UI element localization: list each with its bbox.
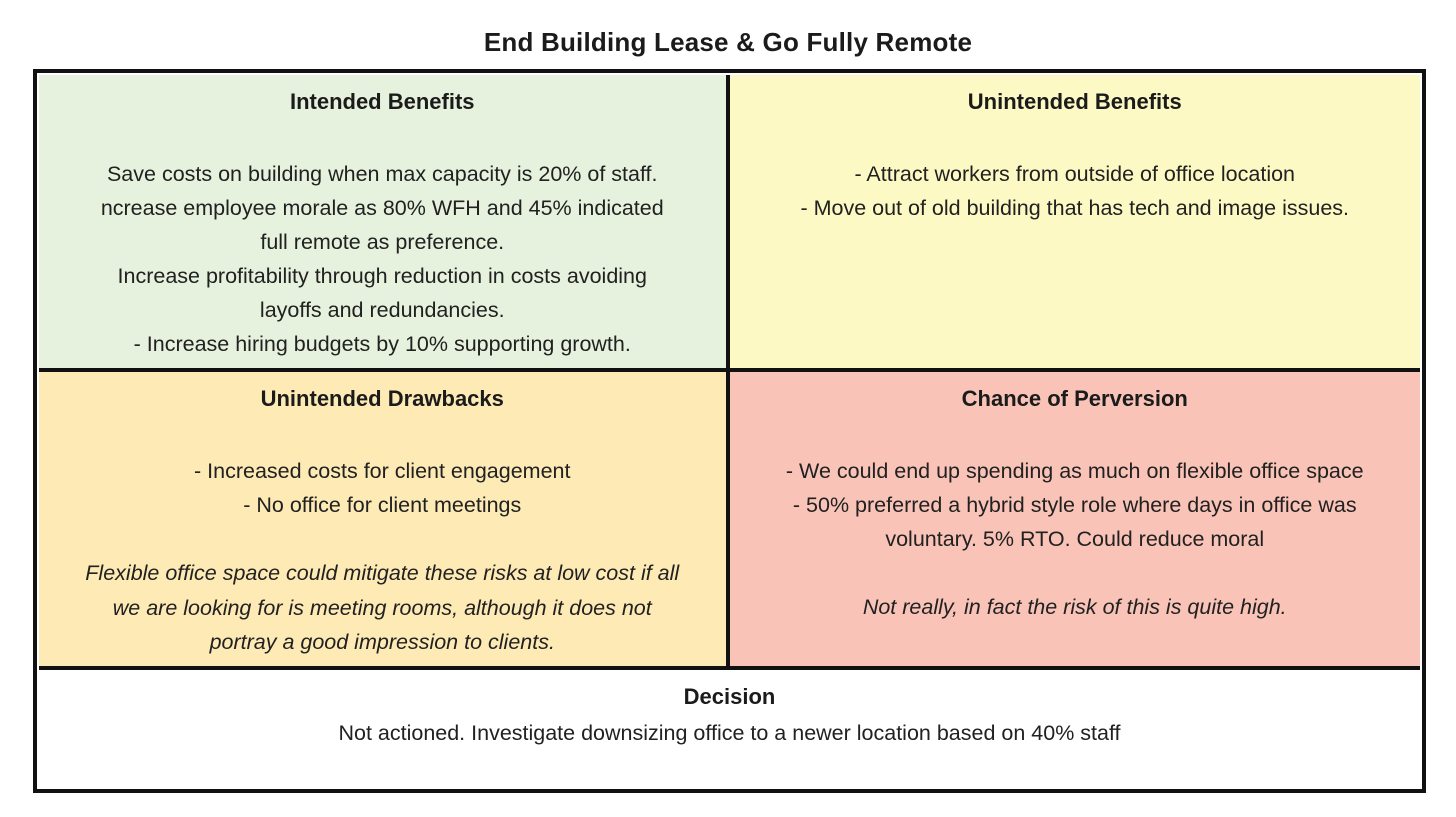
text-line: voluntary. 5% RTO. Could reduce moral: [885, 527, 1265, 551]
text-line: Increase profitability through reduction…: [117, 264, 647, 288]
decision-row: Decision Not actioned. Investigate downs…: [39, 670, 1420, 787]
text-line: ncrease employee morale as 80% WFH and 4…: [100, 196, 664, 220]
chance-of-perversion-body: - We could end up spending as much on fl…: [730, 454, 1421, 556]
unintended-drawbacks-heading: Unintended Drawbacks: [260, 386, 504, 411]
text-line: we are looking for is meeting rooms, alt…: [112, 595, 652, 620]
text-line: portray a good impression to clients.: [209, 630, 555, 654]
page-title: End Building Lease & Go Fully Remote: [483, 27, 973, 57]
unintended-drawbacks-note: Flexible office space could mitigate the…: [39, 556, 726, 660]
text-line: - No office for client meetings: [243, 493, 522, 517]
text-line: Save costs on building when max capacity…: [106, 162, 658, 186]
text-line: - Increase hiring budgets by 10% support…: [133, 332, 631, 356]
decision-heading: Decision: [683, 684, 776, 709]
text-line: Flexible office space could mitigate the…: [85, 561, 680, 585]
text-line: - 50% preferred a hybrid style role wher…: [792, 493, 1357, 517]
text-line: - Attract workers from outside of office…: [854, 162, 1296, 186]
quadrant-intended-benefits: Intended Benefits Save costs on building…: [39, 75, 730, 372]
quadrant-unintended-benefits: Unintended Benefits - Attract workers fr…: [729, 75, 1421, 372]
text-line: full remote as preference.: [260, 230, 505, 254]
unintended-benefits-body: - Attract workers from outside of office…: [730, 157, 1421, 225]
intended-benefits-body: Save costs on building when max capacity…: [39, 157, 726, 361]
chance-of-perversion-heading: Chance of Perversion: [961, 386, 1188, 411]
text-line: - We could end up spending as much on fl…: [785, 459, 1364, 483]
quadrant-chance-of-perversion: Chance of Perversion - We could end up s…: [729, 372, 1421, 670]
unintended-benefits-heading: Unintended Benefits: [967, 89, 1182, 114]
decision-matrix: Intended Benefits Save costs on building…: [33, 69, 1426, 793]
text-line: layoffs and redundancies.: [259, 298, 505, 322]
decision-text: Not actioned. Investigate downsizing off…: [338, 721, 1121, 745]
text-line: - Move out of old building that has tech…: [800, 196, 1350, 220]
text-line: - Increased costs for client engagement: [194, 459, 571, 483]
text-line: Not really, in fact the risk of this is …: [862, 595, 1287, 619]
chance-of-perversion-note: Not really, in fact the risk of this is …: [730, 590, 1421, 625]
intended-benefits-heading: Intended Benefits: [289, 89, 475, 114]
quadrant-unintended-drawbacks: Unintended Drawbacks - Increased costs f…: [39, 372, 730, 670]
unintended-drawbacks-body: - Increased costs for client engagement -…: [39, 454, 726, 522]
